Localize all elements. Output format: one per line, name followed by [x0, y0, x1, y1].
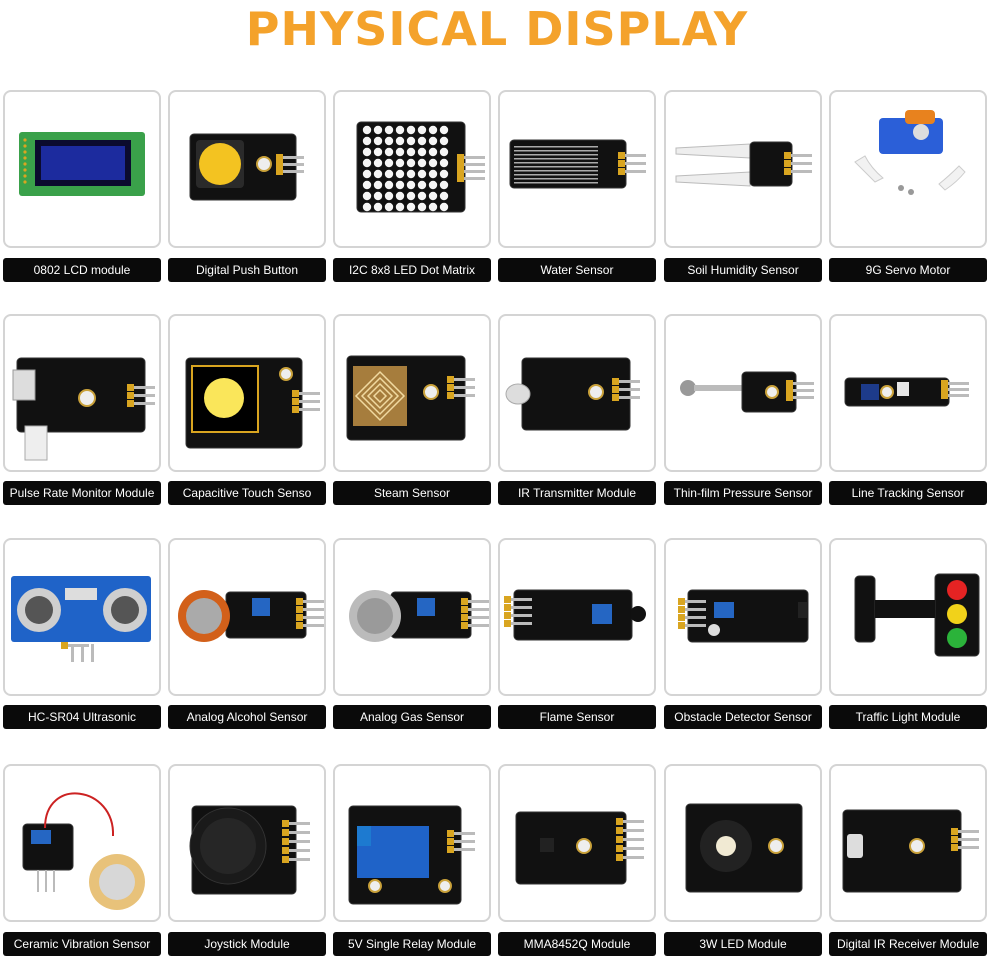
accelerometer-module-icon: [515, 811, 644, 885]
servo-motor-icon: [854, 110, 966, 195]
module-label: Capacitive Touch Senso: [168, 481, 326, 505]
alcohol-sensor-icon: [178, 590, 324, 642]
module-image-frame: [168, 538, 326, 696]
module-label: HC-SR04 Ultrasonic: [3, 705, 161, 729]
module-label: MMA8452Q Module: [498, 932, 656, 956]
module-image-frame: [664, 314, 822, 472]
module-image-frame: [829, 314, 987, 472]
module-image-frame: [333, 90, 491, 248]
module-label: 9G Servo Motor: [829, 258, 987, 282]
module-label: Ceramic Vibration Sensor: [3, 932, 161, 956]
vibration-sensor-icon: [22, 792, 145, 910]
ultrasonic-sensor-icon: [11, 576, 151, 662]
led-module-icon: [685, 803, 803, 893]
relay-module-icon: [348, 805, 475, 905]
module-label: Pulse Rate Monitor Module: [3, 481, 161, 505]
module-label: Flame Sensor: [498, 705, 656, 729]
module-image-frame: [498, 764, 656, 922]
ir-transmitter-icon: [505, 357, 640, 431]
module-label: Analog Gas Sensor: [333, 705, 491, 729]
module-label: Analog Alcohol Sensor: [168, 705, 326, 729]
module-image-frame: [664, 538, 822, 696]
lcd-module-icon: [19, 132, 145, 196]
module-label: Water Sensor: [498, 258, 656, 282]
joystick-module-icon: [189, 805, 310, 895]
push-button-icon: [189, 133, 304, 201]
module-label: Obstacle Detector Sensor: [664, 705, 822, 729]
module-image-frame: [333, 764, 491, 922]
steam-sensor-icon: [346, 355, 475, 441]
module-image-frame: [333, 314, 491, 472]
module-image-frame: [664, 90, 822, 248]
line-tracking-sensor-icon: [844, 377, 969, 407]
traffic-light-icon: [854, 573, 980, 657]
water-sensor-icon: [509, 139, 646, 189]
gas-sensor-icon: [349, 590, 489, 642]
module-label: Soil Humidity Sensor: [664, 258, 822, 282]
module-image-frame: [3, 314, 161, 472]
soil-humidity-sensor-icon: [675, 141, 812, 187]
module-label: Thin-film Pressure Sensor: [664, 481, 822, 505]
pulse-rate-module-icon: [12, 357, 155, 461]
module-image-frame: [498, 314, 656, 472]
module-label: Steam Sensor: [333, 481, 491, 505]
module-label: 5V Single Relay Module: [333, 932, 491, 956]
ir-receiver-icon: [842, 809, 979, 893]
module-label: Joystick Module: [168, 932, 326, 956]
touch-sensor-icon: [185, 357, 320, 449]
module-image-frame: [3, 538, 161, 696]
module-image-frame: [168, 314, 326, 472]
module-image-frame: [3, 764, 161, 922]
module-label: 3W LED Module: [664, 932, 822, 956]
pressure-sensor-icon: [680, 371, 814, 413]
module-image-frame: [664, 764, 822, 922]
module-image-frame: [829, 764, 987, 922]
obstacle-sensor-icon: [678, 589, 809, 643]
module-label: I2C 8x8 LED Dot Matrix: [333, 258, 491, 282]
flame-sensor-icon: [504, 589, 646, 641]
module-label: IR Transmitter Module: [498, 481, 656, 505]
module-label: Line Tracking Sensor: [829, 481, 987, 505]
module-label: Traffic Light Module: [829, 705, 987, 729]
module-image-frame: [333, 538, 491, 696]
module-label: 0802 LCD module: [3, 258, 161, 282]
page-title: PHYSICAL DISPLAY: [245, 2, 749, 56]
module-image-frame: [829, 538, 987, 696]
module-label: Digital IR Receiver Module: [829, 932, 987, 956]
module-image-frame: [3, 90, 161, 248]
module-image-frame: [168, 90, 326, 248]
module-image-frame: [829, 90, 987, 248]
module-image-frame: [168, 764, 326, 922]
module-image-frame: [498, 90, 656, 248]
module-image-frame: [498, 538, 656, 696]
led-dot-matrix-icon: [356, 121, 485, 213]
module-label: Digital Push Button: [168, 258, 326, 282]
